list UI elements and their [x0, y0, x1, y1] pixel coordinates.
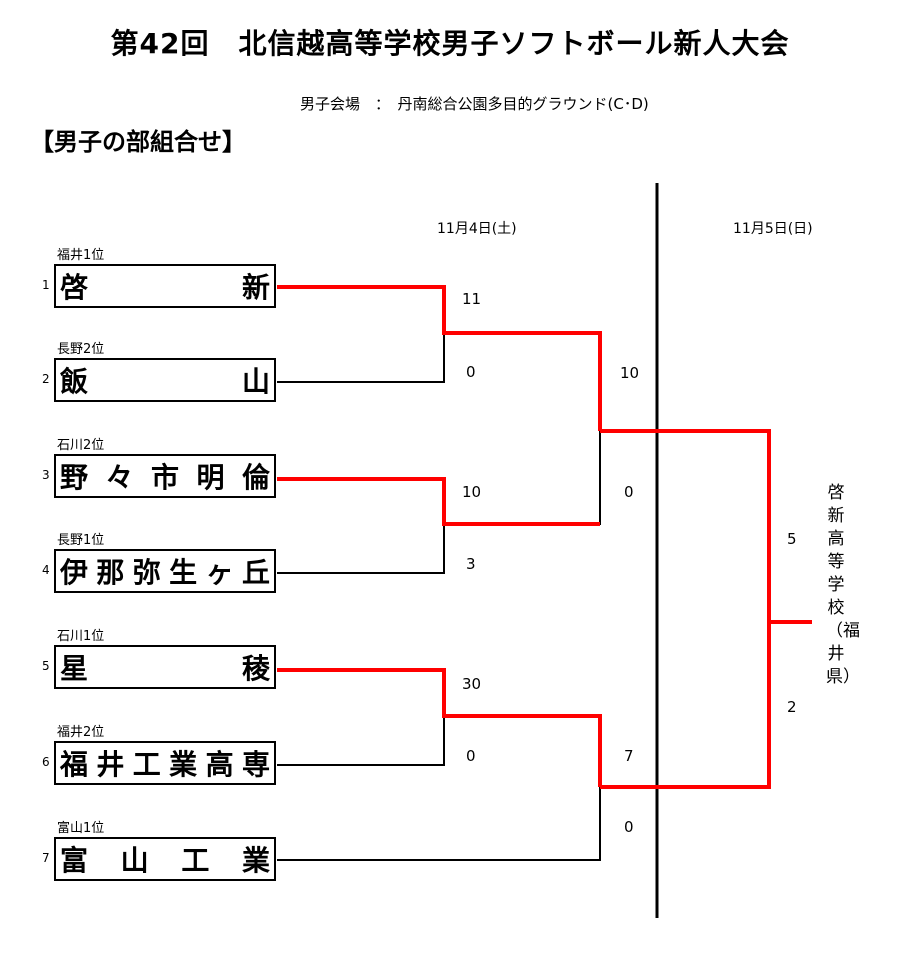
section-heading: 【男子の部組合せ】: [30, 128, 246, 156]
team-name: 富山工業: [60, 839, 270, 879]
team-name-char: 業: [169, 748, 198, 781]
team-box: 星稜: [54, 645, 276, 689]
team-name: 飯山: [60, 360, 270, 400]
line-r1-m3-bot: [277, 716, 445, 766]
line-sf1-bot: [444, 431, 601, 525]
line-sf2-bot: [277, 787, 601, 861]
team-name-char: 市: [150, 461, 179, 494]
seed-label: 石川1位: [57, 629, 105, 644]
team-name: 伊那弥生ヶ丘: [60, 551, 270, 591]
team-box: 野々市明倫: [54, 454, 276, 498]
team-name: 星稜: [60, 647, 270, 687]
team-name-char: 富: [60, 844, 89, 877]
team-name-char: 丘: [241, 556, 270, 589]
date-day2: 11月5日(日): [733, 221, 813, 237]
seed-label: 長野2位: [57, 342, 105, 357]
team-box: 福井工業高専: [54, 741, 276, 785]
team-number: 4: [42, 563, 50, 577]
team-box: 飯山: [54, 358, 276, 402]
team-name-char: 明: [196, 461, 225, 494]
score-r1-m2-bot: 3: [466, 555, 476, 573]
seed-label: 石川2位: [57, 438, 105, 453]
team-name-char: 野: [60, 461, 89, 494]
team-name-char: 山: [241, 365, 270, 398]
venue-label: 男子会場 ： 丹南総合公園多目的グラウンド(C･D): [300, 95, 649, 113]
score-r1-m3-bot: 0: [466, 747, 476, 765]
team-name: 野々市明倫: [60, 456, 270, 496]
team-name-char: 那: [96, 556, 125, 589]
seed-label: 富山1位: [57, 821, 105, 836]
win-sf1: [600, 429, 771, 622]
champion-label: 啓新高等学校（福井県）: [826, 483, 860, 687]
team-name-char: 工: [181, 844, 210, 877]
score-r1-m3-top: 30: [462, 675, 482, 693]
team-name: 啓新: [60, 266, 270, 306]
team-box: 伊那弥生ヶ丘: [54, 549, 276, 593]
score-final-top: 5: [787, 530, 797, 548]
score-r1-m1-top: 11: [462, 290, 482, 308]
win-r1-m3: [277, 668, 602, 787]
team-name-char: 々: [105, 461, 134, 494]
team-name-char: 弥: [132, 556, 161, 589]
score-sf1-top: 10: [620, 364, 640, 382]
team-number: 1: [42, 278, 50, 292]
page-title: 第42回 北信越高等学校男子ソフトボール新人大会: [110, 27, 790, 60]
line-r1-m1-bot: [277, 333, 445, 383]
seed-label: 福井1位: [57, 248, 105, 263]
team-name-char: 専: [241, 748, 270, 781]
team-name-char: 業: [241, 844, 270, 877]
team-name-char: 新: [241, 271, 270, 304]
team-name-char: 山: [120, 844, 149, 877]
team-name-char: 伊: [60, 556, 89, 589]
team-name-char: 星: [60, 652, 89, 685]
team-name-char: ヶ: [205, 556, 234, 589]
score-r1-m2-top: 10: [462, 483, 482, 501]
team-number: 2: [42, 372, 50, 386]
score-final-bot: 2: [787, 698, 797, 716]
score-sf1-bot: 0: [624, 483, 634, 501]
seed-label: 長野1位: [57, 533, 105, 548]
team-number: 3: [42, 468, 50, 482]
team-name-char: 啓: [60, 271, 89, 304]
team-box: 富山工業: [54, 837, 276, 881]
team-name-char: 福: [60, 748, 89, 781]
win-r1-m1: [277, 285, 602, 431]
team-number: 7: [42, 851, 50, 865]
score-sf2-bot: 0: [624, 818, 634, 836]
team-name-char: 倫: [241, 461, 270, 494]
team-name-char: 生: [169, 556, 198, 589]
seed-label: 福井2位: [57, 725, 105, 740]
date-day1: 11月4日(土): [437, 221, 517, 237]
team-box: 啓新: [54, 264, 276, 308]
team-name: 福井工業高専: [60, 743, 270, 783]
team-name-char: 飯: [60, 365, 89, 398]
line-r1-m2-bot: [277, 524, 445, 574]
team-name-char: 高: [205, 748, 234, 781]
team-name-char: 稜: [241, 652, 270, 685]
team-name-char: 井: [96, 748, 125, 781]
team-number: 5: [42, 659, 50, 673]
team-number: 6: [42, 755, 50, 769]
score-sf2-top: 7: [624, 747, 634, 765]
team-name-char: 工: [132, 748, 161, 781]
win-r1-m2: [277, 477, 600, 526]
score-r1-m1-bot: 0: [466, 363, 476, 381]
win-sf2: [600, 622, 771, 789]
